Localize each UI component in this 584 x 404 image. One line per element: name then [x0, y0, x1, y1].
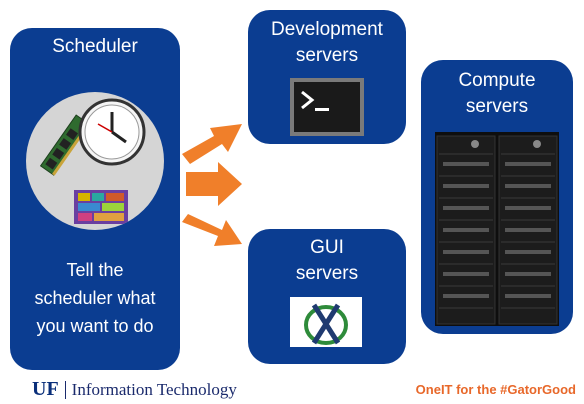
title-line: GUI: [310, 237, 344, 258]
org-name: Information Technology: [71, 379, 237, 399]
scheduler-panel: Scheduler: [10, 28, 180, 370]
caption-line: Tell the: [66, 260, 124, 280]
caption-line: scheduler what: [34, 288, 156, 308]
arrow-to-dev-icon: [182, 124, 242, 164]
gui-servers-panel: GUI servers: [248, 229, 406, 364]
title-line: Development: [271, 19, 383, 40]
clock-memory-chip-icon: [26, 92, 164, 230]
server-rack-icon: [435, 132, 559, 326]
footer-tagline: OneIT for the #GatorGood: [415, 382, 576, 397]
compute-title: Compute servers: [425, 68, 569, 120]
footer-divider: [64, 380, 66, 399]
terminal-icon: [290, 78, 364, 136]
arrow-to-compute-icon: [186, 162, 242, 206]
uf-logo: UF: [32, 378, 59, 400]
gui-title: GUI servers: [254, 235, 400, 287]
title-line: Compute: [458, 70, 536, 91]
development-title: Development servers: [254, 17, 400, 69]
xpra-logo-icon: [290, 297, 362, 347]
development-servers-panel: Development servers: [248, 10, 406, 144]
title-line: servers: [295, 45, 359, 66]
arrow-to-gui-icon: [182, 214, 242, 246]
caption-line: you want to do: [36, 316, 154, 336]
arrows-group: [182, 124, 242, 246]
scheduler-caption: Tell the scheduler what you want to do: [10, 256, 180, 340]
compute-servers-panel: Compute servers: [421, 60, 573, 334]
footer-brand: UF Information Technology: [32, 378, 237, 401]
title-line: servers: [465, 96, 529, 117]
scheduler-title: Scheduler: [52, 36, 138, 57]
title-line: servers: [295, 263, 359, 284]
